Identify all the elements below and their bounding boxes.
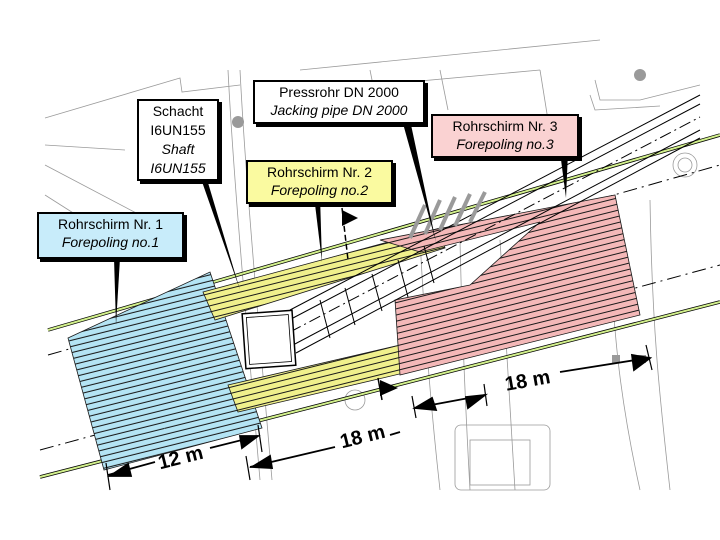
jacking-pipe-de: Pressrohr DN 2000	[279, 84, 399, 100]
forepoling-1-en: Forepoling no.1	[61, 234, 160, 250]
forepoling-2-upper-zone	[202, 227, 446, 321]
forepoling-2-label: Rohrschirm Nr. 2 Forepoling no.2	[246, 160, 393, 204]
tree-icon	[634, 69, 646, 81]
shaft-de-line2: I6UN155	[150, 122, 206, 138]
jacking-pipe	[289, 94, 701, 354]
dimension-lines	[105, 344, 653, 491]
forepoling-2-de: Rohrschirm Nr. 2	[266, 164, 373, 180]
jacking-pipe-label: Pressrohr DN 2000 Jacking pipe DN 2000	[253, 80, 425, 124]
shaft-en-line2: I6UN155	[150, 160, 206, 176]
forepoling-2-en: Forepoling no.2	[270, 182, 369, 198]
base-map-lines	[44, 39, 701, 491]
tree-icon	[232, 116, 244, 128]
forepoling-3-en: Forepoling no.3	[456, 136, 554, 152]
jacking-pipe-en: Jacking pipe DN 2000	[270, 102, 408, 118]
shaft-de-line1: Schacht	[152, 103, 204, 119]
shaft-label: Schacht I6UN155 Shaft I6UN155	[137, 99, 219, 181]
forepoling-1-de: Rohrschirm Nr. 1	[57, 216, 164, 232]
forepoling-3-de: Rohrschirm Nr. 3	[452, 118, 558, 134]
section-markers	[341, 207, 398, 401]
forepoling-3-label: Rohrschirm Nr. 3 Forepoling no.3	[431, 114, 579, 158]
shaft-outline	[241, 309, 297, 370]
forepoling-1-zone	[67, 271, 263, 471]
leader-lines	[114, 120, 568, 325]
shaft-en-line1: Shaft	[161, 141, 195, 157]
forepoling-1-label: Rohrschirm Nr. 1 Forepoling no.1	[37, 212, 184, 259]
